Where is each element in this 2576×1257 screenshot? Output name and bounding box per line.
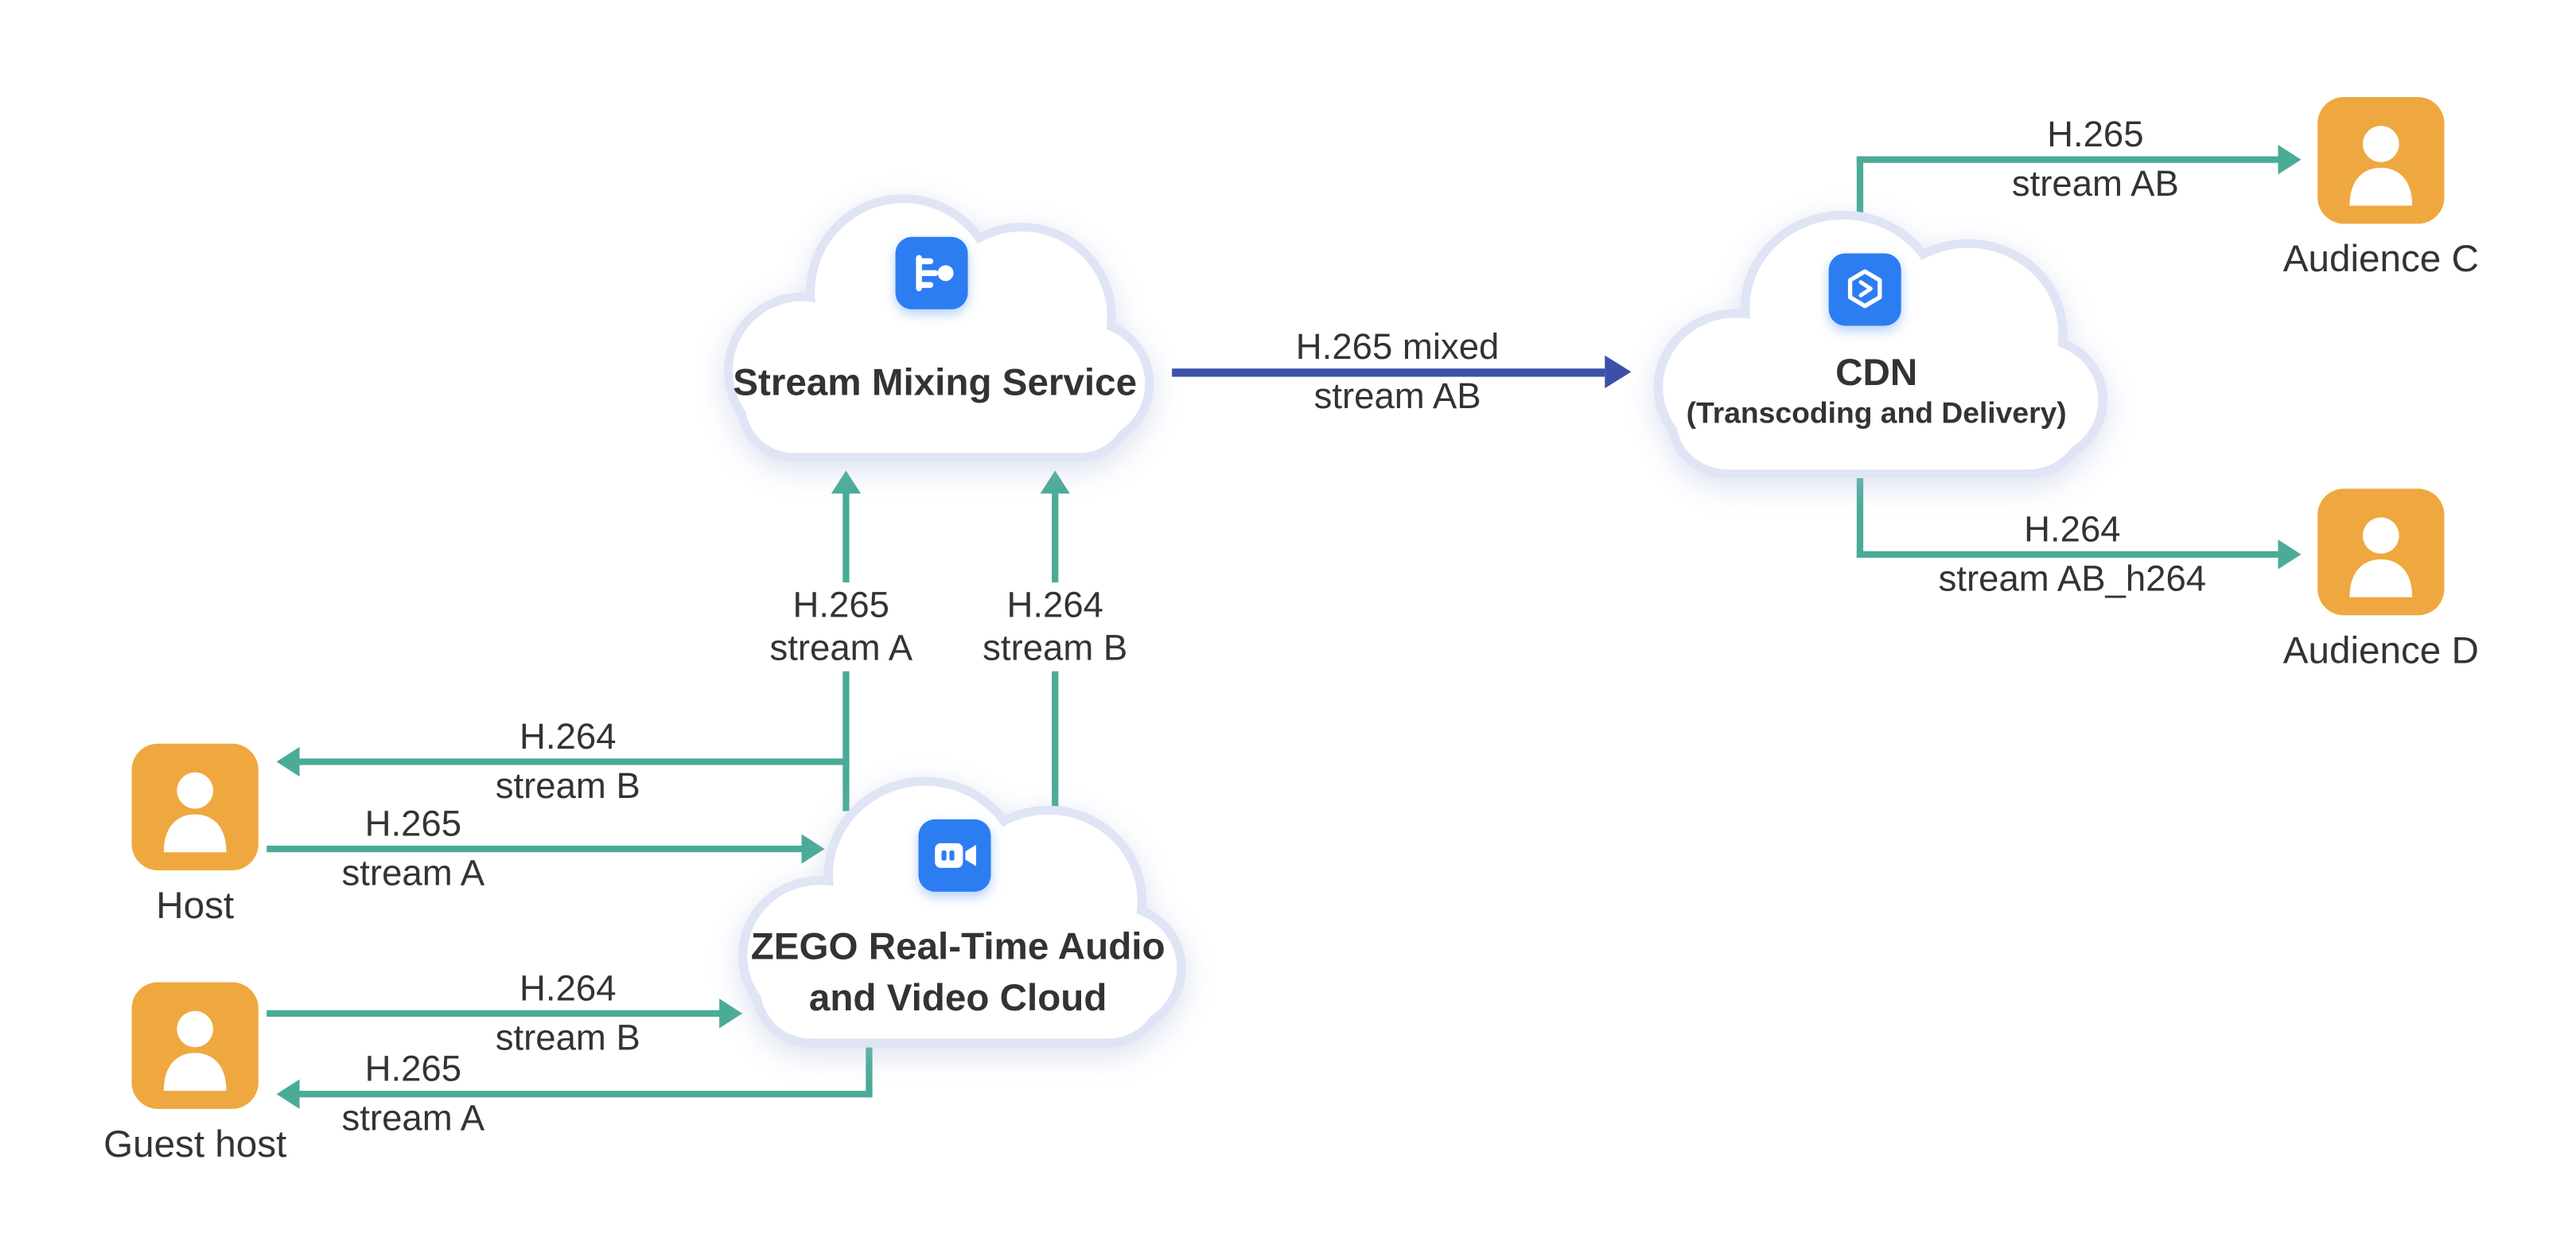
cdn-cloud: CDN (Transcoding and Delivery) xyxy=(1626,194,2127,487)
flow-label-line: H.265 xyxy=(364,1048,462,1090)
arrowhead-cdn-to-audience-d xyxy=(2278,539,2302,570)
line-zego-to-guest-vertical xyxy=(866,1000,873,1098)
flow-label-line: H.264 xyxy=(1006,584,1103,625)
flow-label-line: H.265 mixed xyxy=(1295,325,1500,368)
person-icon xyxy=(131,743,259,870)
cdn-icon xyxy=(1828,253,1901,326)
merge-node-glyph xyxy=(916,255,954,292)
line-zego-to-host xyxy=(296,758,850,765)
video-camera-glyph xyxy=(935,843,976,868)
arrowhead-zego-to-host xyxy=(276,746,300,777)
flow-label-zego-to-mixing-a: H.265 stream A xyxy=(760,582,923,671)
actor-host-label: Host xyxy=(156,883,235,927)
flow-label-line: stream AB xyxy=(1313,375,1481,417)
arrowhead-zego-to-mixing-a xyxy=(831,470,862,494)
actor-audience-c-label: Audience C xyxy=(2282,236,2479,280)
actor-host: Host xyxy=(131,743,259,926)
cdn-subtitle: (Transcoding and Delivery) xyxy=(1686,396,2067,430)
flow-label-cdn-to-audience-d: H.264 stream AB_h264 xyxy=(1938,508,2207,599)
stream-mixing-cloud: Stream Mixing Service xyxy=(698,177,1172,470)
line-cdn-to-audience-d-horizontal xyxy=(1856,551,2282,558)
arrowhead-mixing-to-cdn xyxy=(1605,355,1632,389)
flow-label-line: H.265 xyxy=(2047,113,2144,155)
zego-title-line1: ZEGO Real-Time Audio xyxy=(750,924,1165,967)
flow-label-line: H.264 xyxy=(519,967,617,1009)
cdn-title: CDN xyxy=(1835,350,1918,394)
line-zego-to-guest-horizontal xyxy=(296,1091,873,1098)
flow-label-zego-to-mixing-b: H.264 stream B xyxy=(972,582,1138,671)
flow-label-line: H.264 xyxy=(519,715,617,757)
flow-label-host-to-zego: H.265 stream A xyxy=(342,804,485,893)
flow-label-line: stream B xyxy=(495,1017,640,1058)
person-icon xyxy=(131,982,259,1109)
line-cdn-to-audience-c-vertical xyxy=(1856,156,1864,252)
person-glyph xyxy=(163,1010,227,1092)
cloud-shape xyxy=(724,194,1154,462)
actor-audience-d: Audience D xyxy=(2283,488,2479,671)
line-host-to-zego xyxy=(267,845,804,853)
zego-title-line2: and Video Cloud xyxy=(808,975,1107,1019)
flow-label-line: H.265 xyxy=(792,584,890,625)
flow-label-line: stream AB xyxy=(2011,162,2179,204)
flow-label-line: stream AB_h264 xyxy=(1938,558,2207,599)
zego-cloud: ZEGO Real-Time Audio and Video Cloud xyxy=(711,760,1205,1056)
flow-label-line: stream B xyxy=(983,626,1128,668)
line-cdn-to-audience-d-vertical xyxy=(1856,414,1864,558)
hexagon-package-glyph xyxy=(1847,269,1882,309)
actor-guest-host-label: Guest host xyxy=(103,1122,287,1166)
person-glyph xyxy=(163,772,227,853)
line-cdn-to-audience-c-horizontal xyxy=(1856,156,2282,163)
person-glyph xyxy=(2349,517,2413,597)
arrowhead-zego-to-mixing-b xyxy=(1040,470,1070,494)
zego-video-icon xyxy=(918,819,991,892)
stream-mixing-icon xyxy=(895,236,968,309)
flow-label-mixing-to-cdn: H.265 mixed stream AB xyxy=(1295,325,1500,417)
person-icon xyxy=(2317,97,2445,224)
flow-label-line: H.265 xyxy=(364,803,462,844)
flow-label-line: H.264 xyxy=(2024,508,2121,550)
flow-label-line: stream A xyxy=(341,852,485,893)
flow-label-zego-to-host: H.264 stream B xyxy=(495,715,640,807)
person-icon xyxy=(2317,488,2445,616)
actor-audience-c: Audience C xyxy=(2283,97,2479,280)
arrowhead-host-to-zego xyxy=(801,834,825,864)
line-mixing-to-cdn xyxy=(1172,368,1605,377)
flow-label-zego-to-guest: H.265 stream A xyxy=(342,1049,485,1138)
line-guest-to-zego xyxy=(267,1010,722,1018)
actor-audience-d-label: Audience D xyxy=(2282,628,2479,671)
stream-mixing-title: Stream Mixing Service xyxy=(733,360,1138,403)
flow-label-line: stream A xyxy=(341,1097,485,1139)
flow-label-cdn-to-audience-c: H.265 stream AB xyxy=(2012,115,2179,204)
arrowhead-cdn-to-audience-c xyxy=(2278,144,2302,175)
cloud-shape xyxy=(1653,210,2108,479)
flow-label-line: stream A xyxy=(769,626,913,668)
flow-label-guest-to-zego: H.264 stream B xyxy=(495,967,640,1058)
arrowhead-zego-to-guest xyxy=(276,1079,300,1109)
flow-label-line: stream B xyxy=(495,765,640,807)
person-glyph xyxy=(2349,126,2413,206)
actor-guest-host: Guest host xyxy=(103,982,286,1165)
arrowhead-guest-to-zego xyxy=(719,998,743,1029)
